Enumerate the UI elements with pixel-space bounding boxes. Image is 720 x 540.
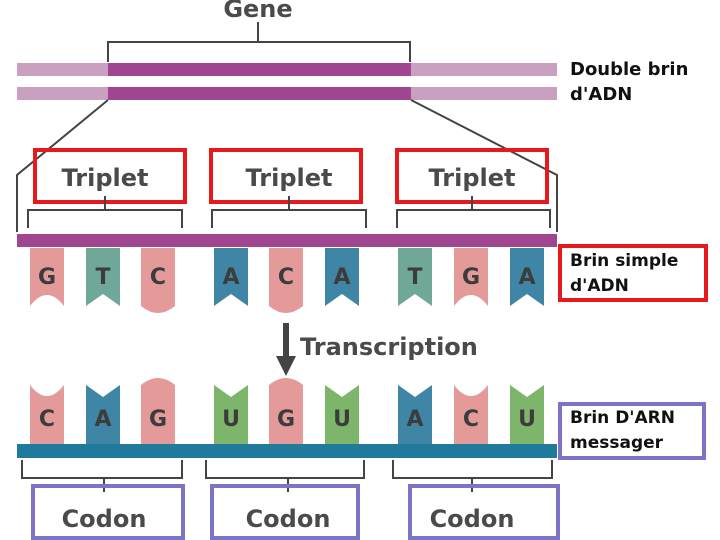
- rna-base-tile: [398, 385, 432, 444]
- rna-strand-bar: [17, 444, 557, 458]
- dna-base-7: T: [398, 248, 432, 306]
- mrna-label-line1: Brin D'ARN: [570, 408, 675, 428]
- single-strand-dna-bar: [17, 234, 557, 247]
- rna-base-letter: C: [463, 407, 479, 432]
- rna-base-9: U: [510, 385, 544, 444]
- triplet-bracket: [396, 196, 551, 228]
- dna-single-label-box: [558, 244, 708, 302]
- rna-base-letter: U: [333, 407, 351, 432]
- triplet-bracket: [211, 196, 367, 228]
- dna-base-letter: A: [333, 265, 350, 290]
- gene-bracket: [107, 22, 411, 62]
- rna-base-letter: U: [222, 407, 240, 432]
- codon-label: Codon: [430, 505, 515, 533]
- rna-base-letter: A: [94, 407, 111, 432]
- zoom-lines: [16, 99, 558, 232]
- rna-base-tile: [86, 385, 120, 444]
- triplet-label: Triplet: [429, 164, 516, 192]
- rna-base-6: U: [325, 385, 359, 444]
- codon-box: [31, 484, 185, 540]
- rna-base-letter: A: [406, 407, 423, 432]
- codon-3: Codon: [408, 484, 560, 540]
- dna-base-tile: [398, 248, 432, 306]
- dna-base-2: T: [86, 248, 120, 306]
- dna-base-letter: C: [150, 265, 166, 290]
- rna-base-3: G: [141, 378, 175, 444]
- dna-base-5: C: [269, 248, 303, 313]
- rna-base-tile: [214, 385, 248, 444]
- gene-title: Gene: [223, 0, 292, 23]
- triplet-1: Triplet: [27, 148, 187, 228]
- rna-base-5: G: [269, 378, 303, 444]
- triplet-2: Triplet: [209, 148, 367, 228]
- dna-base-tile: [454, 248, 488, 306]
- dna-base-letter: A: [518, 265, 535, 290]
- dna-base-letter: G: [462, 265, 480, 290]
- rna-base-letter: U: [518, 407, 536, 432]
- dna-base-tile: [86, 248, 120, 306]
- dna-base-1: G: [30, 248, 64, 306]
- rna-base-tile: [510, 385, 544, 444]
- rna-base-letter: G: [149, 407, 167, 432]
- dna-base-tile: [269, 248, 303, 313]
- dna-base-9: A: [510, 248, 544, 306]
- rna-base-tile: [30, 385, 64, 444]
- rna-base-letter: G: [277, 407, 295, 432]
- rna-base-tile: [454, 385, 488, 444]
- rna-base-tile: [141, 378, 175, 444]
- dna-base-letter: T: [407, 265, 422, 290]
- triplet-box: [209, 148, 363, 204]
- codon-1: Codon: [31, 484, 185, 540]
- rna-base-tile: [325, 385, 359, 444]
- rna-base-8: C: [454, 385, 488, 444]
- dna-double-label-line1: Double brin: [570, 59, 688, 80]
- dna-base-3: C: [141, 248, 175, 313]
- rna-base-1: C: [30, 385, 64, 444]
- dna-base-letter: G: [38, 265, 56, 290]
- mrna-label-box: [558, 402, 706, 460]
- triplet-box: [33, 148, 187, 204]
- dna-base-tile: [141, 248, 175, 313]
- mrna-label-line2: messager: [570, 433, 664, 453]
- rna-base-letter: C: [39, 407, 55, 432]
- dna-base-tile: [214, 248, 248, 306]
- rna-base-tile: [269, 378, 303, 444]
- codon-label: Codon: [62, 505, 147, 533]
- transcription-label: Transcription: [300, 333, 478, 361]
- dna-strand-bottom-gene: [108, 87, 411, 100]
- dna-base-8: G: [454, 248, 488, 306]
- dna-base-letter: A: [222, 265, 239, 290]
- rna-base-2: A: [86, 385, 120, 444]
- dna-strand-top-gene: [108, 63, 411, 76]
- dna-base-6: A: [325, 248, 359, 306]
- codon-label: Codon: [246, 505, 331, 533]
- codon-2: Codon: [210, 484, 360, 540]
- triplet-3: Triplet: [395, 148, 551, 228]
- dna-base-tile: [325, 248, 359, 306]
- dna-base-letter: C: [278, 265, 294, 290]
- triplet-bracket: [27, 196, 183, 228]
- rna-base-4: U: [214, 385, 248, 444]
- dna-base-tile: [30, 248, 64, 306]
- dna-base-letter: T: [95, 265, 110, 290]
- dna-single-label-line1: Brin simple: [570, 251, 678, 271]
- codon-box: [408, 484, 560, 540]
- double-strand-dna: [17, 63, 557, 100]
- transcription-arrow: [276, 323, 296, 376]
- codon-box: [210, 484, 360, 540]
- rna-base-7: A: [398, 385, 432, 444]
- dna-base-tile: [510, 248, 544, 306]
- triplet-label: Triplet: [62, 164, 149, 192]
- dna-base-4: A: [214, 248, 248, 306]
- triplet-label: Triplet: [246, 164, 333, 192]
- dna-single-label-line2: d'ADN: [570, 276, 629, 296]
- dna-double-label-line2: d'ADN: [570, 84, 632, 105]
